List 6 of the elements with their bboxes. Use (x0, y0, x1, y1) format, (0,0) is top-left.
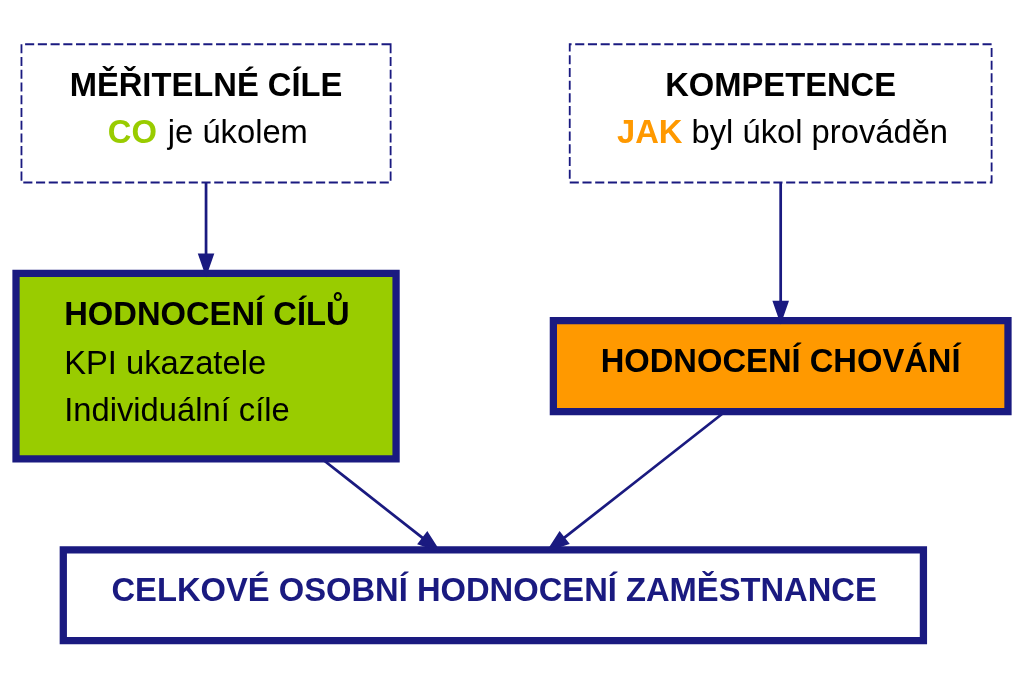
arrow (772, 182, 789, 325)
node-box: MĚŘITELNÉ CÍLE CO je úkolem (20, 43, 392, 184)
node-box: CELKOVÉ OSOBNÍ HODNOCENÍ ZAMĚSTNANCE (59, 546, 928, 645)
node-box: KOMPETENCE JAK byl úkol prováděn (568, 43, 993, 184)
node-box: HODNOCENÍ CHOVÁNÍ (549, 317, 1012, 416)
node-box: HODNOCENÍ CÍLŮ KPI ukazatele Individuální cíle (12, 269, 400, 463)
